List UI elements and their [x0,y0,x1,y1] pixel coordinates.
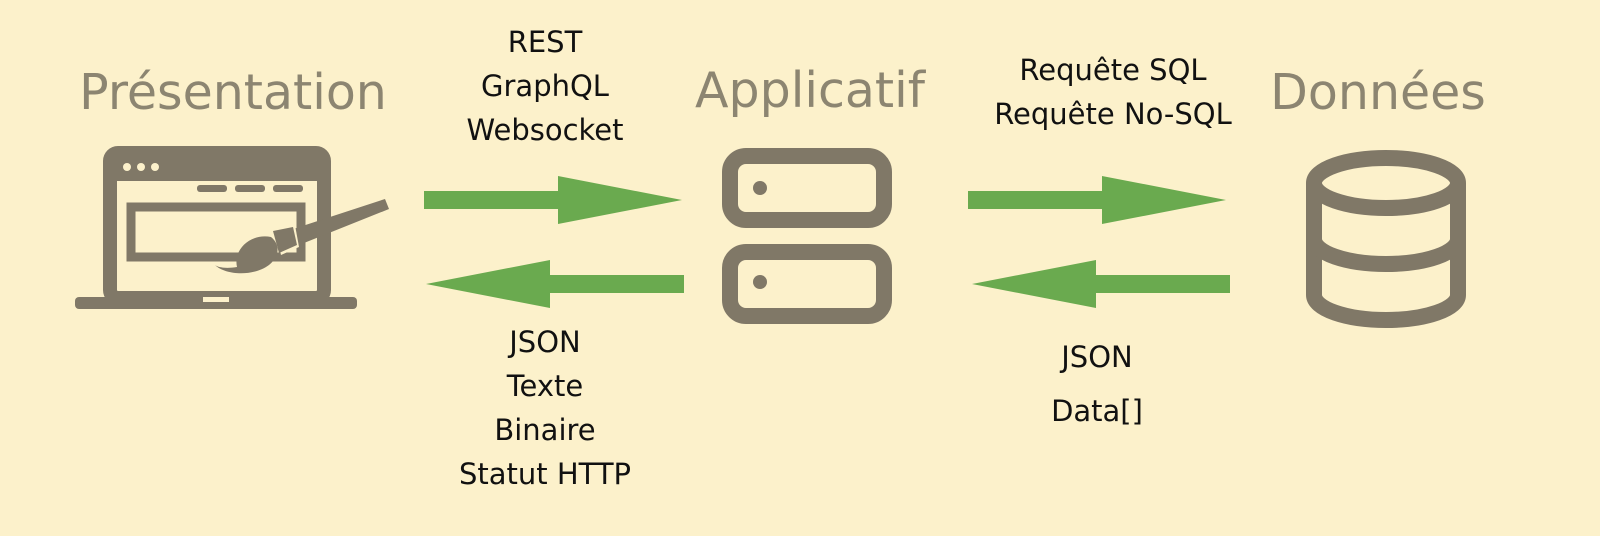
arrow-presentation-to-app [424,176,682,224]
response-label: Data[] [1051,394,1143,428]
response-list-app-to-presentation: JSON Texte Binaire Statut HTTP [459,320,631,496]
response-list-data-to-app: JSON Data[] [1051,330,1143,438]
protocol-label: Websocket [466,113,624,147]
query-label: Requête SQL [1019,53,1207,87]
response-label: Binaire [494,413,596,447]
tier-title-donnees: Données [1270,64,1486,121]
arrow-app-to-presentation [426,260,684,308]
response-label: JSON [1061,340,1133,374]
protocol-label: GraphQL [481,69,609,103]
protocol-list-presentation-to-app: REST GraphQL Websocket [467,20,624,152]
tier-title-applicatif: Applicatif [695,62,925,119]
protocol-label: REST [507,25,583,59]
response-label: JSON [509,325,581,359]
tier-title-presentation: Présentation [79,64,387,121]
laptop-paintbrush-icon [75,146,389,309]
response-label: Texte [506,369,584,403]
query-list-app-to-data: Requête SQL Requête No-SQL [994,48,1232,136]
query-label: Requête No-SQL [994,97,1232,131]
arrow-app-to-data [968,176,1226,224]
database-icon [1306,150,1466,328]
response-label: Statut HTTP [458,457,632,491]
arrow-data-to-app [972,260,1230,308]
server-icon [722,148,892,324]
